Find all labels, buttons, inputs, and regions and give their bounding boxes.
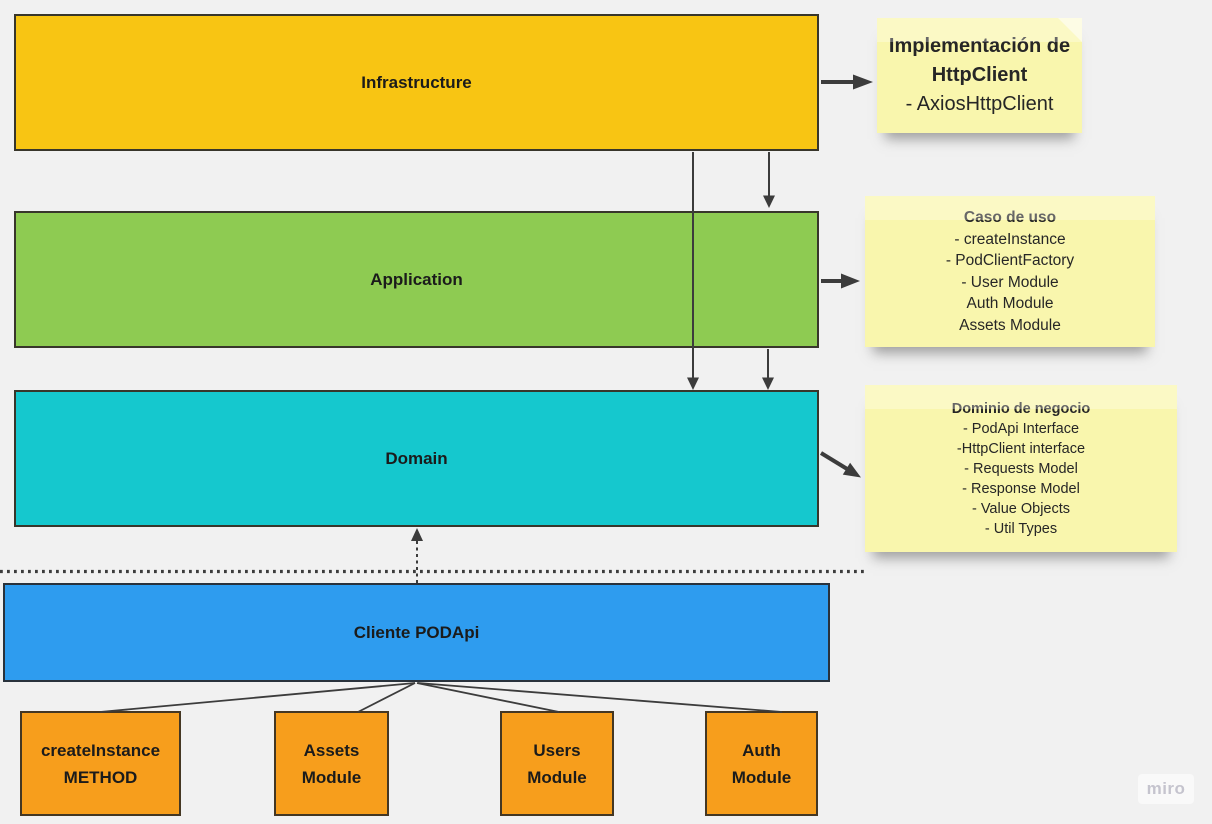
shape-module-users-label: Users Module bbox=[527, 737, 587, 791]
arrow-domain-to-note bbox=[819, 451, 861, 478]
line-client-to-module-createinstance bbox=[99, 682, 416, 713]
sticky-note-item: - createInstance bbox=[954, 230, 1066, 248]
shape-module-assets[interactable]: Assets Module bbox=[274, 711, 389, 816]
shape-infrastructure-label: Infrastructure bbox=[361, 72, 472, 92]
sticky-note-item: - User Module bbox=[961, 273, 1059, 291]
sticky-note-dominio-de-negocio[interactable]: Dominio de negocio - PodApi Interface -H… bbox=[865, 385, 1177, 552]
sticky-note-caso-de-uso[interactable]: Caso de uso - createInstance - PodClient… bbox=[865, 196, 1155, 347]
arrow-infrastructure-to-note bbox=[821, 74, 873, 90]
sticky-note-item: - Requests Model bbox=[964, 460, 1078, 477]
sticky-note-item: - Response Model bbox=[962, 480, 1080, 497]
line-client-to-module-assets bbox=[357, 682, 416, 713]
arrow-application-to-note bbox=[821, 273, 860, 289]
arrow-infrastructure-to-application bbox=[763, 152, 775, 208]
sticky-note-item: - Util Types bbox=[984, 520, 1058, 537]
shape-cliente-podapi[interactable]: Cliente PODApi bbox=[3, 583, 830, 682]
shape-module-users[interactable]: Users Module bbox=[500, 711, 614, 816]
module-label-line2: Module bbox=[301, 767, 362, 787]
shape-module-createinstance-label: createInstance METHOD bbox=[41, 737, 160, 791]
sticky-note-implementacion-httpclient[interactable]: Implementación de HttpClient - AxiosHttp… bbox=[877, 18, 1082, 133]
sticky-note-item: - PodClientFactory bbox=[945, 252, 1075, 269]
shape-application[interactable]: Application bbox=[14, 211, 819, 348]
shape-module-auth[interactable]: Auth Module bbox=[705, 711, 818, 816]
sticky-note-item: -HttpClient interface bbox=[956, 440, 1086, 457]
sticky-note-title: Dominio de negocio bbox=[951, 400, 1091, 417]
module-label-line2: Module bbox=[527, 767, 587, 787]
shape-infrastructure[interactable]: Infrastructure bbox=[14, 14, 819, 151]
shape-module-createinstance[interactable]: createInstance METHOD bbox=[20, 711, 181, 816]
arrow-application-to-domain bbox=[762, 349, 774, 390]
module-label-line2: Module bbox=[731, 767, 792, 787]
sticky-note-item: Auth Module bbox=[966, 295, 1054, 312]
sticky-note-item: - PodApi Interface bbox=[962, 420, 1080, 437]
sticky-note-item: Assets Module bbox=[959, 316, 1061, 334]
module-label-line1: Assets bbox=[303, 740, 360, 760]
shape-cliente-podapi-label: Cliente PODApi bbox=[353, 622, 480, 642]
line-client-to-module-users bbox=[416, 682, 560, 713]
sticky-note-item: - AxiosHttpClient bbox=[905, 93, 1054, 115]
module-label-line1: Users bbox=[533, 740, 581, 760]
shape-application-label: Application bbox=[370, 269, 463, 289]
module-label-line2: METHOD bbox=[63, 767, 138, 787]
module-label-line1: createInstance bbox=[40, 740, 161, 760]
module-label-line1: Auth bbox=[742, 740, 781, 760]
miro-watermark: miro bbox=[1138, 774, 1194, 804]
shape-module-assets-label: Assets Module bbox=[302, 737, 362, 791]
sticky-note-item: - Value Objects bbox=[971, 500, 1071, 517]
shape-module-auth-label: Auth Module bbox=[732, 737, 792, 791]
shape-domain[interactable]: Domain bbox=[14, 390, 819, 527]
sticky-note-title: Caso de uso bbox=[963, 209, 1057, 226]
line-client-to-module-auth bbox=[417, 682, 783, 713]
miro-watermark-text: miro bbox=[1146, 779, 1186, 798]
shape-domain-label: Domain bbox=[385, 448, 448, 468]
sticky-note-title: Implementación de HttpClient bbox=[888, 35, 1071, 86]
arrow-client-to-domain-dashed bbox=[411, 528, 423, 583]
